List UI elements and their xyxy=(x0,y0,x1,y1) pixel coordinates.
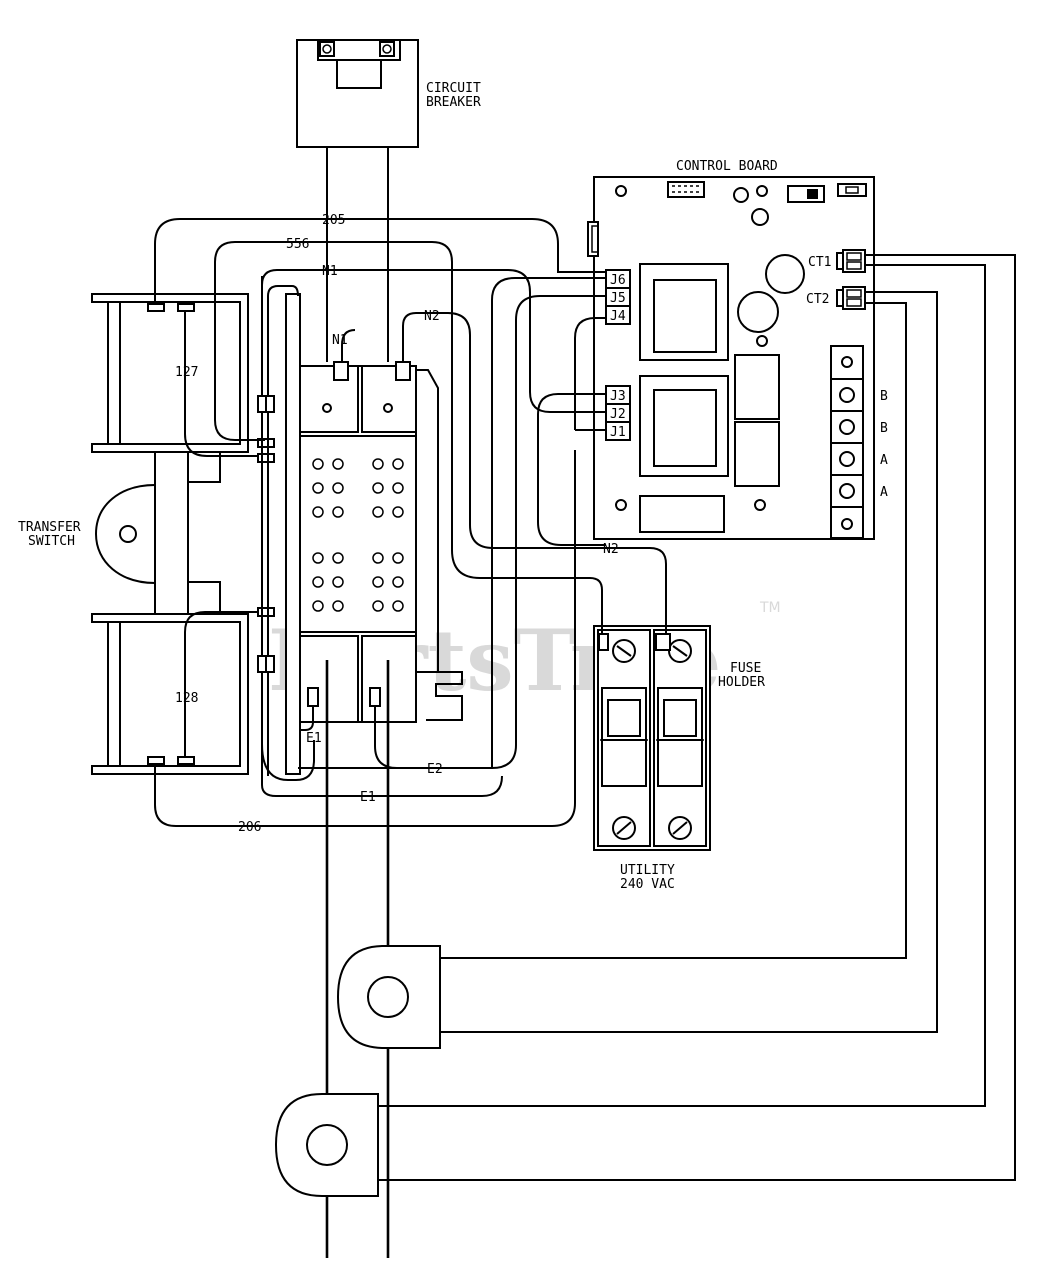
connector-j2: J2 xyxy=(610,407,626,422)
connector-j3: J3 xyxy=(610,389,626,404)
wire-label-e2: E2 xyxy=(427,762,443,777)
wiring xyxy=(154,218,1016,1258)
circuit-breaker-label-1: CIRCUIT xyxy=(426,81,481,96)
connector-j6: J6 xyxy=(610,273,626,288)
transfer-switch-contacts xyxy=(312,458,404,612)
terminal-label-3: A xyxy=(880,453,888,468)
current-transformer-upper xyxy=(336,945,441,1049)
current-transformer-lower xyxy=(274,1093,379,1197)
fuse-holder-label-2: HOLDER xyxy=(718,675,765,690)
connector-j5: J5 xyxy=(610,291,626,306)
utility-label-1: UTILITY xyxy=(620,863,675,878)
control-board xyxy=(587,176,875,540)
utility-label-2: 240 VAC xyxy=(620,877,675,892)
terminal-label-4: A xyxy=(880,485,888,500)
wire-label-n2-bottom: N2 xyxy=(603,542,619,557)
wire-label-n1-term: N1 xyxy=(332,333,348,348)
wire-label-e1-b: E1 xyxy=(360,790,376,805)
wire-label-556: 556 xyxy=(286,237,309,252)
wire-label-e1-a: E1 xyxy=(306,731,322,746)
wire-label-127: 127 xyxy=(175,365,198,380)
wire-label-n2-top: N2 xyxy=(424,309,440,324)
wire-label-205: 205 xyxy=(322,213,345,228)
fuse-holder xyxy=(593,625,711,851)
terminal-label-2: B xyxy=(880,421,888,436)
control-board-label: CONTROL BOARD xyxy=(676,159,778,174)
connector-j1: J1 xyxy=(610,425,626,440)
wire-label-128: 128 xyxy=(175,691,198,706)
wire-label-n1-top: N1 xyxy=(322,264,338,279)
circuit-breaker-label-2: BREAKER xyxy=(426,95,481,110)
terminal-label-1: B xyxy=(880,389,888,404)
transfer-switch-label-1: TRANSFER xyxy=(18,520,81,535)
connector-ct1: CT1 xyxy=(808,255,831,270)
wire-label-206: 206 xyxy=(238,820,261,835)
fuse-holder-label-1: FUSE xyxy=(730,661,761,676)
connector-j4: J4 xyxy=(610,309,626,324)
circuit-breaker xyxy=(296,39,419,148)
transfer-switch-label-2: SWITCH xyxy=(28,534,75,549)
watermark-trademark: TM xyxy=(759,600,781,616)
transfer-switch xyxy=(91,276,463,776)
connector-ct2: CT2 xyxy=(806,292,829,307)
